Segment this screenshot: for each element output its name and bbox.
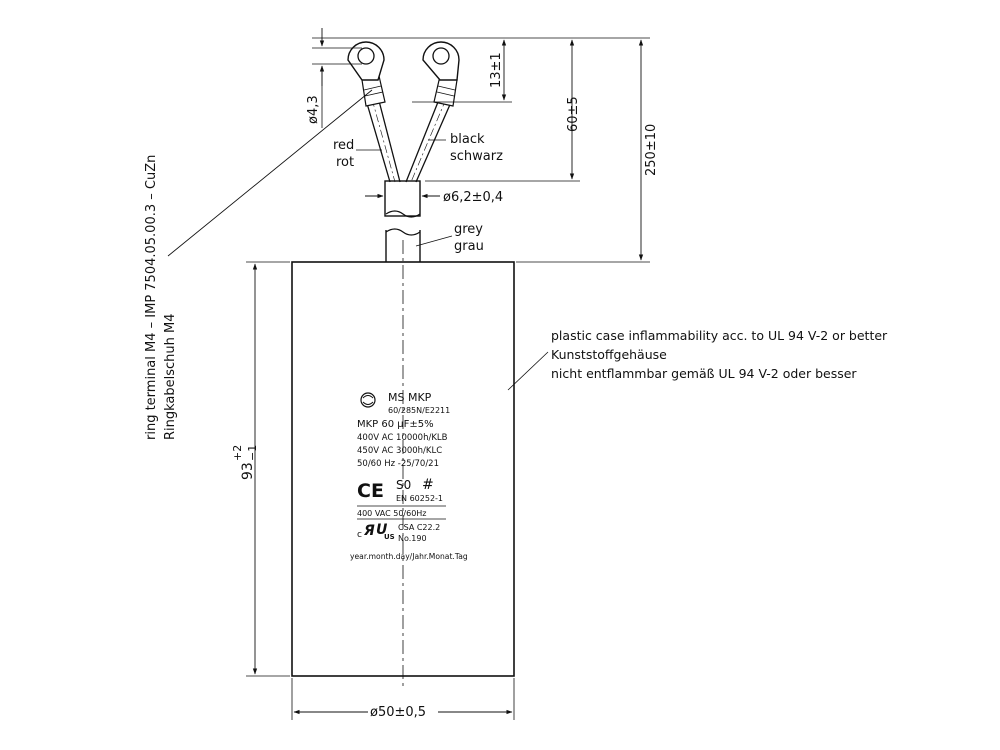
hash-mark: # <box>422 477 434 493</box>
case-note-line1: plastic case inflammability acc. to UL 9… <box>551 328 888 343</box>
label-rating1: 400V AC 10000h/KLB <box>357 433 448 443</box>
grey-label: grey <box>454 222 483 237</box>
hole-diameter-dim: ø4,3 <box>306 95 321 124</box>
case-height-lower: −1 <box>246 445 259 461</box>
label-date: year.month.day/Jahr.Monat.Tag <box>350 552 468 561</box>
ur-us: US <box>384 533 395 541</box>
eye-height-dim: 13±1 <box>489 52 504 88</box>
case-height-base: 93 <box>240 462 256 480</box>
case-note-line2: Kunststoffgehäuse <box>551 347 667 362</box>
case-note-line3: nicht entflammbar gemäß UL 94 V-2 oder b… <box>551 366 857 381</box>
terminal-label-en: ring terminal M4 – IMP 7504.05.00.3 – Cu… <box>144 155 159 440</box>
schwarz-label: schwarz <box>450 149 503 164</box>
rot-label: rot <box>336 155 354 170</box>
label-code: 60/285N/E2211 <box>388 406 450 415</box>
sleeve-diameter-dim: ø6,2±0,4 <box>443 190 503 205</box>
case-note-leader <box>507 351 549 391</box>
terminal-label-de: Ringkabelschuh M4 <box>163 313 178 440</box>
product-label: MS MKP 60/285N/E2211 MKP 60 µF±5% 400V A… <box>350 391 468 561</box>
terminal-leader <box>167 89 373 257</box>
black-wire <box>405 96 453 183</box>
grey-cable-stub <box>385 228 421 262</box>
grau-label: grau <box>454 239 484 254</box>
total-length-dim: 250±10 <box>644 124 659 176</box>
label-capacitance: MKP 60 µF±5% <box>357 419 434 430</box>
ur-c: c <box>357 530 362 540</box>
svg-text:U: U <box>376 522 388 538</box>
manufacturer-logo-icon <box>360 392 376 408</box>
black-label: black <box>450 132 485 147</box>
case-height-upper: +2 <box>231 445 244 461</box>
case-diameter-dim: ø50±0,5 <box>370 705 426 720</box>
label-rating2: 450V AC 3000h/KLC <box>357 446 442 456</box>
label-climate: 50/60 Hz -25/70/21 <box>357 459 439 469</box>
label-csa: CSA C22.2 <box>398 523 440 532</box>
wire-sleeve <box>384 180 421 218</box>
ring-terminal-right <box>422 41 460 81</box>
label-vac: 400 VAC 50/60Hz <box>357 509 427 518</box>
ring-terminal-left <box>347 41 385 81</box>
label-csa-no: No.190 <box>398 534 427 543</box>
capacitor-case <box>291 240 515 690</box>
red-label: red <box>333 138 354 153</box>
s-mark: S0 <box>396 478 411 492</box>
ce-mark-icon: CE <box>357 480 384 502</box>
svg-text:Я: Я <box>363 523 375 539</box>
red-wire <box>365 96 401 183</box>
wire-length-dim: 60±5 <box>566 96 581 132</box>
label-standard: EN 60252-1 <box>396 494 443 503</box>
label-brand: MS MKP <box>388 391 432 404</box>
ur-mark-icon: c Я U US <box>357 522 395 541</box>
case-height-dim: 93 +2 −1 <box>231 445 259 480</box>
